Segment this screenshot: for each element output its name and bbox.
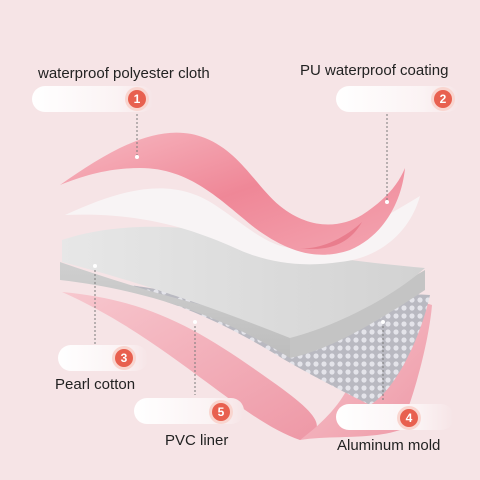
layer-4-label: Aluminum mold <box>337 437 441 454</box>
layer-3-label: Pearl cotton <box>55 376 136 393</box>
pvc-liner-layer <box>62 292 317 440</box>
leader-dot-5 <box>193 320 197 324</box>
layer-3-number-badge: 3 <box>115 349 133 367</box>
layer-5-label: PVC liner <box>165 432 229 449</box>
leader-dot-3 <box>93 264 97 268</box>
leader-dot-4 <box>381 320 385 324</box>
layer-1-label: waterproof polyester cloth <box>38 65 210 82</box>
layer-4-number-badge: 4 <box>400 409 418 427</box>
polyester-cloth-tail <box>300 222 362 249</box>
layer-2-label: PU waterproof coating <box>300 62 449 79</box>
layer-5-number-badge: 5 <box>212 403 230 421</box>
polyester-cloth-layer <box>60 132 405 255</box>
pearl-cotton-top <box>62 226 425 338</box>
layer-2-number-badge: 2 <box>434 90 452 108</box>
leader-dot-2 <box>385 200 389 204</box>
layer-4-pill <box>336 404 454 430</box>
layer-1-number-badge: 1 <box>128 90 146 108</box>
leader-dot-1 <box>135 155 139 159</box>
pearl-cotton-side <box>60 262 330 358</box>
layer-3-pill <box>58 345 148 371</box>
